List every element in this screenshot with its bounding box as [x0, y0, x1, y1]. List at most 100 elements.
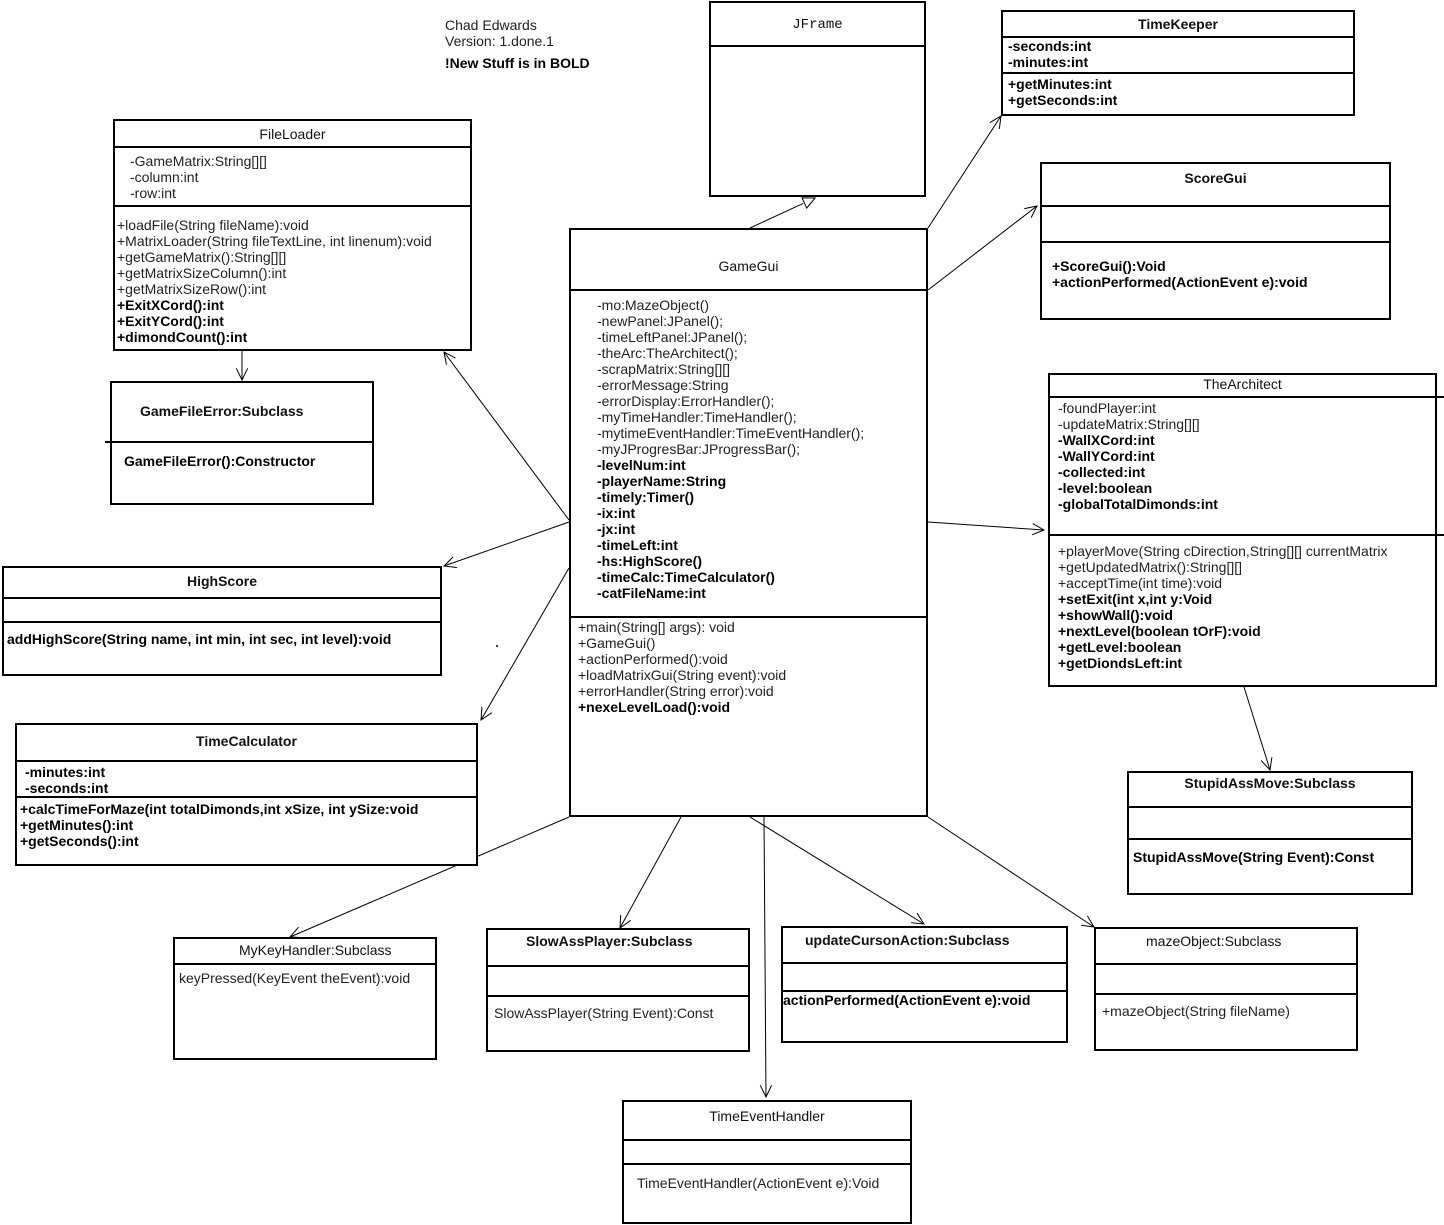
method-list: keyPressed(KeyEvent theEvent):void	[179, 970, 410, 986]
attribute-list: -foundPlayer:int-updateMatrix:String[][]…	[1058, 400, 1218, 512]
class-method: +getMinutes():int	[20, 817, 134, 833]
class-attribute: -hs:HighScore()	[597, 553, 702, 569]
class-name: GameGui	[718, 258, 779, 274]
class-method: +ExitXCord():int	[117, 297, 224, 313]
arrowhead	[1024, 205, 1038, 218]
class-method: +calcTimeForMaze(int totalDimonds,int xS…	[20, 801, 419, 817]
method-list: +main(String[] args): void+GameGui()+act…	[578, 619, 786, 715]
class-attribute: -scrapMatrix:String[][]	[597, 361, 731, 377]
class-method: +setExit(int x,int y:Void	[1058, 591, 1213, 607]
compartment-divider	[711, 45, 924, 47]
method-list: GameFileError():Constructor	[124, 453, 315, 469]
compartment-divider	[1096, 963, 1356, 965]
compartment-divider	[1129, 806, 1411, 808]
compartment-divider	[783, 990, 1066, 992]
method-list: addHighScore(String name, int min, int s…	[7, 631, 391, 647]
method-list: +ScoreGui():Void+actionPerformed(ActionE…	[1052, 258, 1308, 290]
arrowhead	[480, 706, 493, 721]
class-attribute: -mytimeEventHandler:TimeEventHandler();	[597, 425, 865, 441]
class-method: +getDiondsLeft:int	[1058, 655, 1183, 671]
class-name: updateCursonAction:Subclass	[805, 932, 1010, 948]
class-attribute: -errorMessage:String	[597, 377, 729, 393]
class-name: SlowAssPlayer:Subclass	[526, 933, 693, 949]
arrowhead	[442, 556, 457, 568]
compartment-divider	[488, 995, 748, 997]
class-attribute: -row:int	[130, 185, 176, 201]
author-label: Chad Edwards	[445, 17, 537, 33]
compartment-divider	[488, 965, 748, 967]
arrowhead	[1031, 523, 1046, 536]
class-method: +ExitYCord():int	[117, 313, 224, 329]
class-box-jframe[interactable]: JFrame	[709, 1, 926, 197]
class-method: +loadMatrixGui(String event):void	[578, 667, 787, 683]
class-attribute: -timely:Timer()	[597, 489, 694, 505]
class-box-timecalculator[interactable]: TimeCalculator -minutes:int-seconds:int +c…	[15, 723, 478, 866]
class-attribute: -timeLeftPanel:JPanel();	[597, 329, 748, 345]
class-name: MyKeyHandler:Subclass	[239, 942, 392, 958]
attribute-list: -minutes:int-seconds:int	[25, 764, 108, 796]
class-method: +getMinutes:int	[1008, 76, 1112, 92]
class-attribute: -levelNum:int	[597, 457, 686, 473]
class-box-gamegui[interactable]: GameGui-mo:MazeObject()-newPanel:JPanel(…	[569, 228, 928, 817]
class-box-fileloader[interactable]: FileLoader-GameMatrix:String[][]-column:…	[113, 119, 472, 351]
arrowhead	[989, 115, 1002, 129]
association-line	[480, 567, 570, 721]
compartment-divider	[1050, 534, 1444, 536]
class-attribute: -level:boolean	[1058, 480, 1153, 496]
method-list: +loadFile(String fileName):void+MatrixLo…	[117, 217, 432, 345]
class-box-scoregui[interactable]: ScoreGui+ScoreGui():Void+actionPerformed…	[1040, 162, 1391, 320]
class-name: TheArchitect	[1203, 376, 1282, 392]
association-line	[763, 816, 767, 1098]
class-box-architect[interactable]: TheArchitect -foundPlayer:int-updateMatri…	[1048, 373, 1444, 687]
compartment-divider	[1050, 396, 1444, 398]
class-method: +ScoreGui():Void	[1052, 258, 1166, 274]
association-line	[927, 521, 1045, 531]
class-method: StupidAssMove(String Event):Const	[1133, 849, 1375, 865]
method-list: +getMinutes:int+getSeconds:int	[1008, 76, 1117, 108]
class-box-mykeyhandler[interactable]: MyKeyHandler:Subclass keyPressed(KeyEvent…	[173, 937, 437, 1060]
class-method: +getSeconds():int	[20, 833, 139, 849]
class-attribute: -timeLeft:int	[597, 537, 678, 553]
class-method: +main(String[] args): void	[578, 619, 735, 635]
arrowhead	[1260, 757, 1273, 772]
arrowhead	[443, 351, 456, 365]
class-name: JFrame	[792, 17, 843, 33]
class-box-timekeeper[interactable]: TimeKeeper-seconds:int-minutes:int+getMi…	[1001, 10, 1355, 116]
compartment-divider	[17, 796, 476, 798]
class-method: +MatrixLoader(String fileTextLine, int l…	[117, 233, 432, 249]
class-attribute: -WallYCord:int	[1058, 448, 1155, 464]
compartment-divider	[17, 760, 476, 762]
class-method: +GameGui()	[578, 635, 656, 651]
method-list: SlowAssPlayer(String Event):Const	[494, 1005, 713, 1021]
class-attribute: -seconds:int	[25, 780, 109, 796]
class-name: FileLoader	[259, 126, 326, 142]
compartment-divider	[571, 616, 926, 618]
inheritance-arrowhead	[801, 197, 817, 209]
class-attribute: -seconds:int	[1008, 38, 1092, 54]
compartment-divider	[105, 441, 372, 443]
stray-dot	[496, 645, 498, 647]
class-box-mazeobject[interactable]: mazeObject:Subclass+mazeObject(String fi…	[1094, 927, 1358, 1051]
class-method: +getGameMatrix():String[][]	[117, 249, 287, 265]
class-method: GameFileError():Constructor	[124, 453, 316, 469]
class-method: +loadFile(String fileName):void	[117, 217, 309, 233]
association-line	[927, 816, 1095, 928]
association-line	[1243, 686, 1271, 771]
class-attribute: -jx:int	[597, 521, 636, 537]
class-method: +acceptTime(int time):void	[1058, 575, 1223, 591]
class-attribute: -theArc:TheArchitect();	[597, 345, 738, 361]
class-attribute: -updateMatrix:String[][]	[1058, 416, 1200, 432]
class-method: +playerMove(String cDirection,String[][]…	[1058, 543, 1388, 559]
class-method: +actionPerformed():void	[578, 651, 728, 667]
compartment-divider	[1003, 72, 1353, 74]
class-attribute: -GameMatrix:String[][]	[130, 153, 267, 169]
class-method: +nexeLevelLoad():void	[578, 699, 731, 715]
association-line	[443, 521, 570, 567]
class-name: TimeCalculator	[196, 733, 297, 749]
